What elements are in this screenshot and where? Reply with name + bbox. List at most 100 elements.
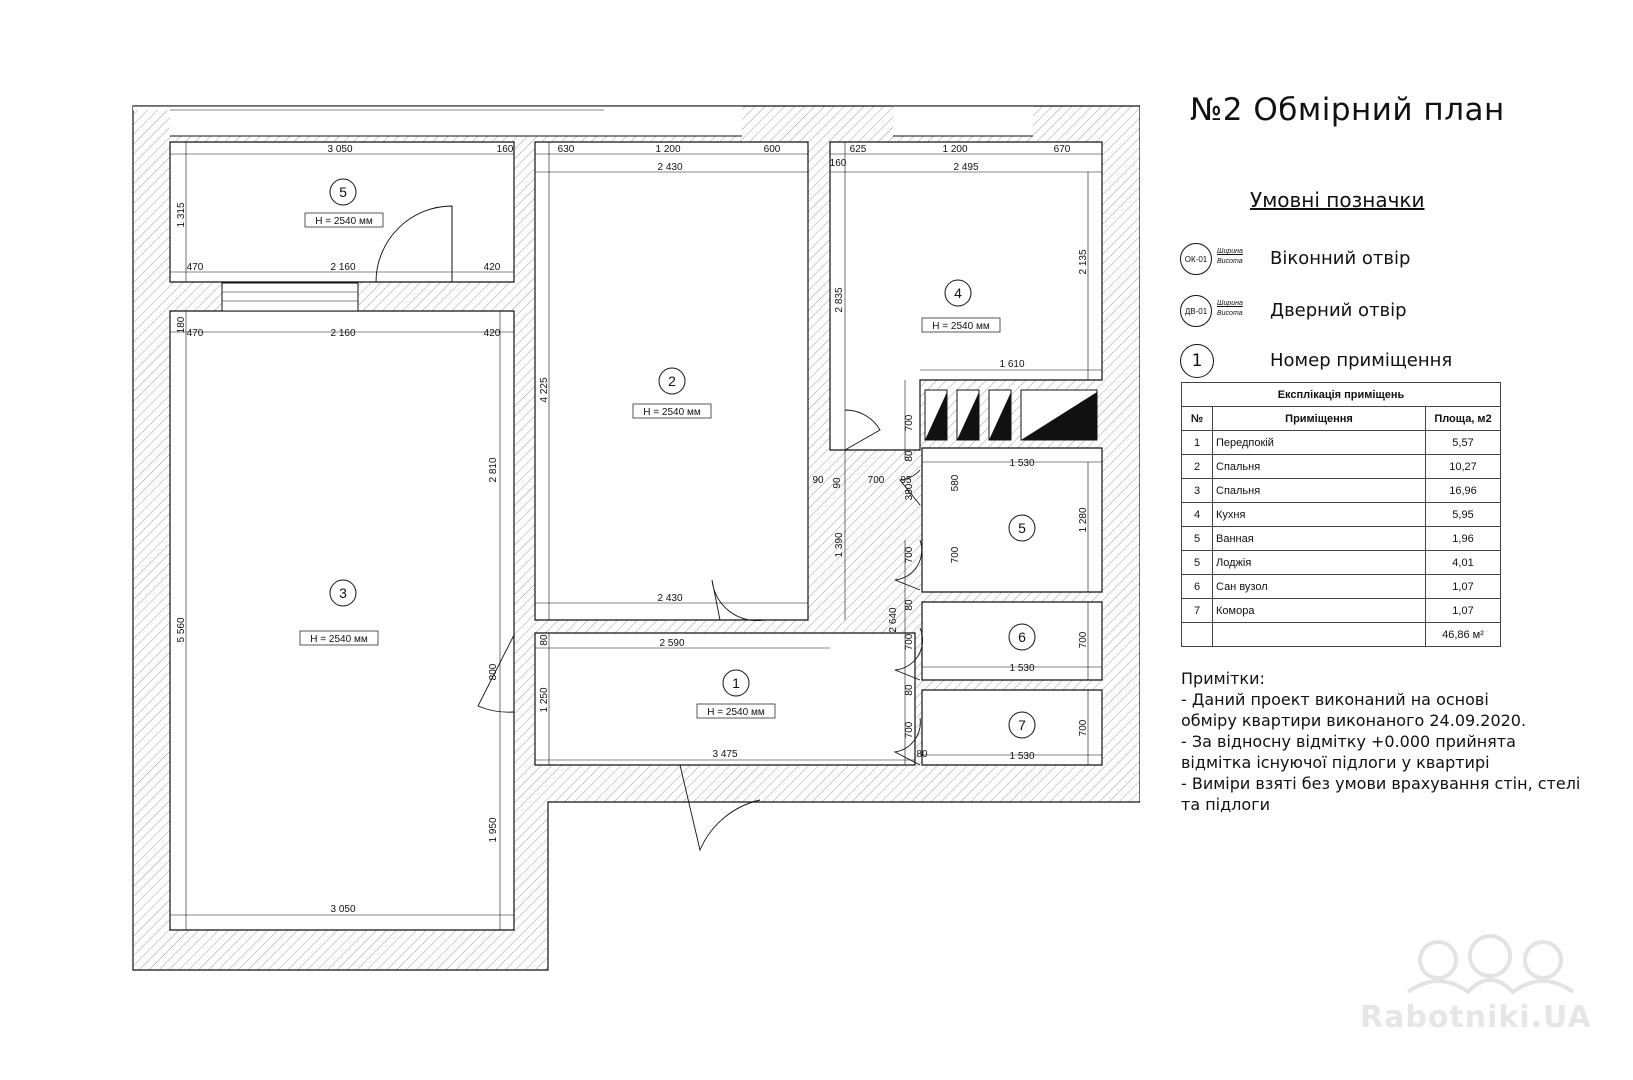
dim-r4-top-c: 670 xyxy=(1054,144,1071,155)
dim-r5-top: 3 050 xyxy=(327,144,352,155)
dim-corr-700: 700 xyxy=(868,475,885,486)
notes-line: та підлоги xyxy=(1181,795,1270,814)
notes-line: - За відносну відмітку +0.000 прийнята xyxy=(1181,732,1516,751)
dim-r3-bot: 3 050 xyxy=(330,904,355,915)
legend-text-room: Номер приміщення xyxy=(1270,349,1453,371)
dim-b5-h: 1 280 xyxy=(1078,507,1089,532)
legend-width-label: Ширина xyxy=(1217,248,1243,255)
total-area: 46,86 м² xyxy=(1425,622,1501,647)
legend-text-window: Віконний отвір xyxy=(1270,247,1411,269)
room-number-7: 7 xyxy=(1018,717,1026,733)
dim-door-700c: 700 xyxy=(904,721,915,738)
legend-text-door: Дверний отвір xyxy=(1270,299,1407,321)
dim-r4-top-160: 160 xyxy=(830,158,847,169)
dim-r2-top-c: 600 xyxy=(764,144,781,155)
explication-title: Експлікація приміщень xyxy=(1181,382,1501,407)
legend-item-door: ДВ-01 Ширина Висота Дверний отвір xyxy=(1180,290,1407,330)
explication-table: Експлікація приміщень № Приміщення Площа… xyxy=(1181,382,1501,647)
row-area: 1,07 xyxy=(1425,598,1501,623)
row-room: Передпокій xyxy=(1212,430,1426,455)
ventilation-ducts xyxy=(924,389,1098,441)
dim-r3-door: 800 xyxy=(488,663,499,680)
legend-height-label-2: Висота xyxy=(1217,310,1243,317)
dim-b7-bot: 1 530 xyxy=(1009,751,1034,762)
room-height-1: H = 2540 мм xyxy=(707,707,765,718)
page-title: №2 Обмірний план xyxy=(1190,92,1505,128)
dim-b5-580: 580 xyxy=(950,474,961,491)
room-number-5-loggia: 5 xyxy=(339,184,347,200)
row-area: 4,01 xyxy=(1425,550,1501,575)
dim-r2-right: 2 835 xyxy=(834,287,845,312)
dim-duct-w: 580 xyxy=(1084,406,1095,423)
dim-b5-top: 1 530 xyxy=(1009,458,1034,469)
row-number: 6 xyxy=(1181,574,1213,599)
notes-line: відмітка існуючої підлоги у квартирі xyxy=(1181,753,1490,772)
row-room: Комора xyxy=(1212,598,1426,623)
dim-corr-80: 80 xyxy=(904,450,915,462)
room-height-5-loggia: H = 2540 мм xyxy=(315,216,373,227)
dim-r3-top-c: 420 xyxy=(484,328,501,339)
dim-w-80c: 80 xyxy=(916,749,928,760)
legend-code-door: ДВ-01 xyxy=(1180,295,1212,327)
dim-corr-380: 380 xyxy=(904,483,915,500)
col-header-number: № xyxy=(1181,406,1213,431)
dim-r1-top: 2 590 xyxy=(659,638,684,649)
room-number-3: 3 xyxy=(339,585,347,601)
notes-title: Примітки: xyxy=(1181,669,1265,688)
room-number-symbol-icon: 1 xyxy=(1180,342,1262,378)
dim-r1-h: 1 250 xyxy=(539,687,550,712)
dim-r4-bot: 1 610 xyxy=(999,359,1024,370)
dim-r4-top-a: 625 xyxy=(850,144,867,155)
dim-b7-h: 700 xyxy=(1078,719,1089,736)
dim-r2-top: 2 430 xyxy=(657,162,682,173)
window-opening-symbol-icon: ОК-01 Ширина Висота xyxy=(1180,240,1262,276)
notes-line: - Даний проект виконаний на основі xyxy=(1181,690,1489,709)
notes-block: Примітки: - Даний проект виконаний на ос… xyxy=(1181,668,1581,815)
legend-code-window: ОК-01 xyxy=(1180,243,1212,275)
dim-corr-90a: 90 xyxy=(812,475,824,486)
doors xyxy=(375,205,923,852)
dim-r4-h: 2 135 xyxy=(1078,249,1089,274)
dim-r3-right: 2 810 xyxy=(488,457,499,482)
floor-plan: 3 050 160 1 315 470 2 160 420 180 470 2 … xyxy=(132,105,1140,971)
dim-r2-right-low: 1 390 xyxy=(834,532,845,557)
row-room: Спальня xyxy=(1212,454,1426,479)
col-header-area: Площа, м2 xyxy=(1425,406,1501,431)
dim-corr-2640: 2 640 xyxy=(888,607,899,632)
room-number-5-bath: 5 xyxy=(1018,520,1026,536)
dim-door-700a: 700 xyxy=(904,546,915,563)
dim-duct-h: 700 xyxy=(904,414,915,431)
dim-r1-80: 80 xyxy=(539,634,550,646)
dim-b6-h: 700 xyxy=(1078,631,1089,648)
row-number: 5 xyxy=(1181,526,1213,551)
room-height-2: H = 2540 мм xyxy=(643,407,701,418)
dim-r3-wall: 180 xyxy=(176,316,187,333)
row-area: 16,96 xyxy=(1425,478,1501,503)
row-number: 2 xyxy=(1181,454,1213,479)
dim-r2-top-b: 1 200 xyxy=(655,144,680,155)
row-number: 5 xyxy=(1181,550,1213,575)
row-number: 1 xyxy=(1181,430,1213,455)
dim-w-80b: 80 xyxy=(904,684,915,696)
dim-b6-top: 1 530 xyxy=(1009,663,1034,674)
legend-height-label: Висота xyxy=(1217,258,1243,265)
row-area: 10,27 xyxy=(1425,454,1501,479)
table-total-row: 46,86 м² xyxy=(1181,622,1501,647)
dim-r5-bot-b: 2 160 xyxy=(330,262,355,273)
dim-r2-top-a: 630 xyxy=(558,144,575,155)
door-opening-symbol-icon: ДВ-01 Ширина Висота xyxy=(1180,292,1262,328)
dim-r4-top-b: 1 200 xyxy=(942,144,967,155)
exterior-walls xyxy=(132,105,1140,971)
dim-r3-top-b: 2 160 xyxy=(330,328,355,339)
row-room: Сан вузол xyxy=(1212,574,1426,599)
dim-b5-700: 700 xyxy=(950,546,961,563)
room-number-2: 2 xyxy=(668,373,676,389)
dim-r4-top: 2 495 xyxy=(953,162,978,173)
dim-r5-h: 1 315 xyxy=(176,202,187,227)
dim-r5-bot-c: 420 xyxy=(484,262,501,273)
